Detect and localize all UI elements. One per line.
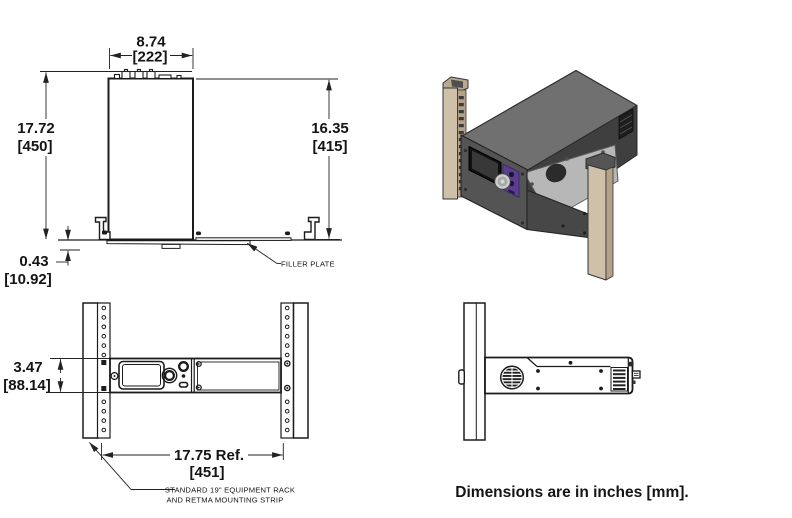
dim-filler-mm: [10.92] — [4, 271, 52, 288]
rear-connector-side — [631, 370, 641, 384]
blank-plate — [197, 361, 280, 391]
rack-post-side — [463, 302, 486, 441]
rack-strip-left — [96, 302, 111, 439]
side-view — [458, 302, 641, 441]
top-view: 8.74 [222] 17.72 [450] 16.35 [415] 0.43 — [4, 34, 349, 289]
dim-chassis-depth-in: 16.35 — [311, 120, 349, 137]
filler-plate-callout: FILLER PLATE — [246, 242, 335, 269]
dim-height: 3.47 [88.14] — [3, 358, 110, 394]
dim-rack-width-in: 17.75 Ref. — [174, 447, 244, 464]
usb-port — [178, 381, 189, 388]
chassis-outline — [107, 77, 194, 241]
dim-filler-in: 0.43 — [19, 253, 48, 270]
rack-bar-right — [292, 302, 309, 439]
control-knob — [161, 367, 178, 384]
dim-filler-offset: 0.43 [10.92] — [4, 226, 80, 288]
dim-height-in: 3.47 — [13, 359, 42, 376]
dim-overall-depth-in: 17.72 — [17, 120, 55, 137]
rack-holes-front — [101, 305, 290, 433]
vent-grille — [610, 367, 628, 392]
dim-overall-depth-mm: [450] — [17, 138, 52, 155]
dim-overall-depth: 17.72 [450] — [17, 71, 192, 240]
indicator-dot — [181, 374, 186, 378]
panel-buttons — [177, 361, 189, 388]
dim-rack-width: 17.75 Ref. [451] — [101, 443, 284, 481]
power-button — [177, 361, 189, 373]
dim-width-in: 8.74 — [136, 34, 166, 51]
front-view: 3.47 [88.14] 17.75 Ref. [451] STANDARD 1… — [3, 302, 309, 505]
rack-strip-right — [280, 302, 295, 439]
dim-height-mm: [88.14] — [3, 377, 51, 394]
side-plate-hole — [545, 163, 567, 183]
post-tab — [458, 369, 465, 385]
rack-callout: STANDARD 19" EQUIPMENT RACK AND RETMA MO… — [88, 442, 295, 505]
dim-rack-width-mm: [451] — [189, 464, 224, 481]
base-plate-tab — [161, 243, 181, 249]
dim-width-mm: [222] — [132, 49, 167, 66]
dim-chassis-depth: 16.35 [415] — [196, 78, 349, 240]
isometric-view — [442, 69, 638, 281]
rack-note-line2: AND RETMA MOUNTING STRIP — [166, 496, 283, 505]
rear-bump — [628, 361, 634, 367]
units-note: Dimensions are in inches [mm]. — [455, 484, 688, 501]
rack-note-line1: STANDARD 19" EQUIPMENT RACK — [165, 486, 295, 495]
dim-chassis-depth-mm: [415] — [312, 138, 347, 155]
panel-screw-left — [110, 371, 119, 381]
rack-bar-left — [82, 302, 99, 439]
mounting-ear-right — [303, 216, 320, 241]
mount-screws — [101, 360, 291, 392]
rear-connectors — [113, 68, 182, 80]
fan-grille-icon — [499, 365, 525, 390]
plate-screws — [102, 230, 290, 236]
knob-3d — [494, 173, 511, 190]
side-screws — [536, 360, 603, 391]
filler-plate-label: FILLER PLATE — [281, 260, 335, 269]
dim-width: 8.74 [222] — [109, 34, 194, 69]
filler-plate — [195, 237, 292, 241]
rack-post-right-3d — [585, 152, 616, 281]
